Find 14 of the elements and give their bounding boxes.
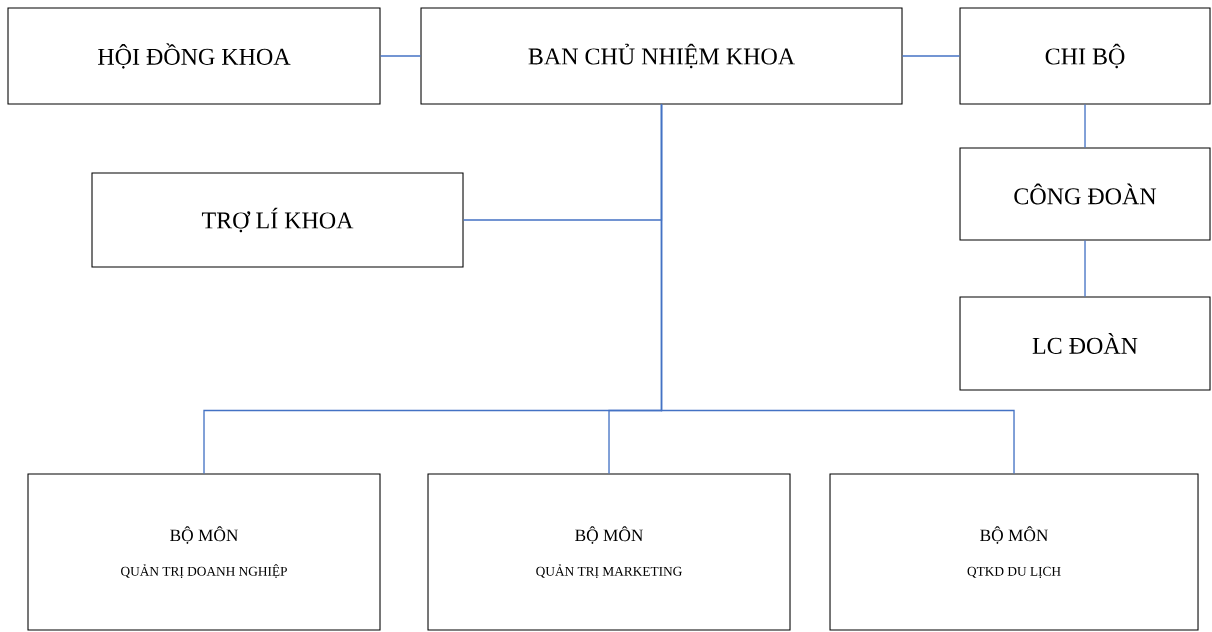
connector-line xyxy=(901,55,961,57)
org-box: CÔNG ĐOÀN xyxy=(959,147,1211,241)
org-box: CHI BỘ xyxy=(959,7,1211,105)
connector-line xyxy=(1084,239,1086,298)
org-box: LC ĐOÀN xyxy=(959,296,1211,391)
org-box: BỘ MÔN QTKD DU LỊCH xyxy=(829,473,1199,631)
connector-line xyxy=(379,55,422,57)
org-box: BỘ MÔN QUẢN TRỊ DOANH NGHIỆP xyxy=(27,473,381,631)
connector-line xyxy=(1084,103,1086,149)
org-box: BAN CHỦ NHIỆM KHOA xyxy=(420,7,903,105)
org-box: TRỢ LÍ KHOA xyxy=(91,172,464,268)
org-box: BỘ MÔN QUẢN TRỊ MARKETING xyxy=(427,473,791,631)
connector-line xyxy=(660,103,1015,475)
org-box: HỘI ĐỒNG KHOA xyxy=(7,7,381,105)
